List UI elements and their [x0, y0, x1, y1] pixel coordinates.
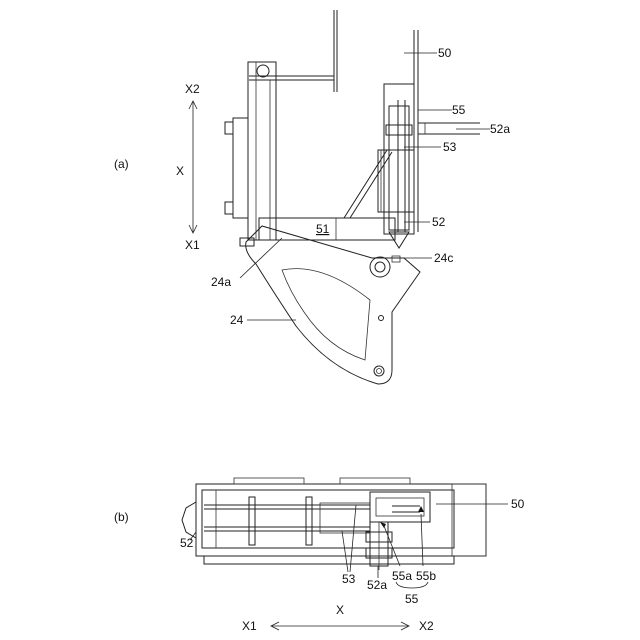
direction-label-x-b: X [336, 603, 344, 617]
figure-a: (a) X2 X X1 [114, 10, 510, 384]
part-label-55b: 55b [416, 569, 436, 583]
part-label-52: 52 [432, 215, 446, 229]
part-label-50: 50 [438, 46, 452, 60]
panel-label-b: (b) [114, 510, 129, 524]
part-label-51: 51 [316, 222, 330, 236]
part-label-53-b: 53 [342, 572, 356, 586]
part-label-52a-b: 52a [367, 578, 387, 592]
part-label-52-b: 52 [180, 536, 194, 550]
plate-50 [249, 10, 418, 232]
part-label-55: 55 [452, 103, 466, 117]
figure-b: (b) [114, 478, 525, 633]
body-top-view [182, 478, 486, 564]
leader-lines-a [240, 53, 490, 320]
part-label-52a: 52a [490, 122, 510, 136]
pin-52a [366, 522, 392, 570]
part-label-50-b: 50 [511, 497, 525, 511]
part-label-53: 53 [443, 140, 457, 154]
part-label-55a: 55a [392, 569, 412, 583]
part-label-24a: 24a [211, 275, 231, 289]
direction-label-x2-b: X2 [419, 619, 434, 633]
lever-24 [246, 226, 420, 384]
part-label-24: 24 [230, 313, 244, 327]
panel-label-a: (a) [114, 157, 129, 171]
part-label-55-b: 55 [405, 592, 419, 606]
direction-label-x2: X2 [185, 82, 200, 96]
direction-label-x1: X1 [185, 238, 200, 252]
guide-53 [204, 497, 370, 545]
direction-label-x: X [176, 164, 184, 178]
direction-label-x1-b: X1 [242, 619, 257, 633]
part-label-24c: 24c [434, 251, 453, 265]
direction-arrow-vertical [189, 101, 197, 233]
direction-arrow-horizontal [271, 622, 409, 630]
